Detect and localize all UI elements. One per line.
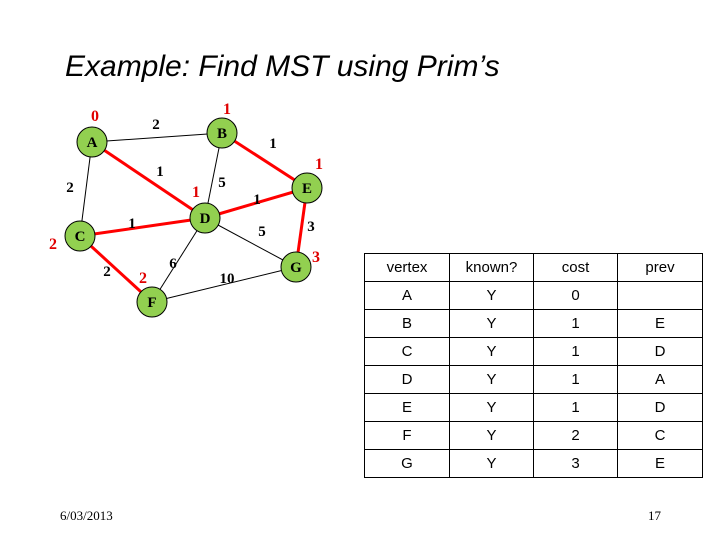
cost-cell: 3 <box>533 449 618 478</box>
edge-d-g <box>204 217 297 268</box>
table-header-row: vertex known? cost prev <box>364 253 703 282</box>
edge-d-f <box>151 217 206 303</box>
node-a <box>76 126 108 158</box>
prev-cell: A <box>617 365 703 394</box>
node-d <box>189 202 221 234</box>
known-cell: Y <box>449 449 534 478</box>
known-cell: Y <box>449 365 534 394</box>
cost-cell: 1 <box>533 309 618 338</box>
vertex-cell: E <box>364 393 450 422</box>
known-cell: Y <box>449 421 534 450</box>
edge-weight-b-e: 1 <box>269 136 277 152</box>
node-cost-b: 1 <box>223 101 231 118</box>
edge-weight-c-d: 1 <box>128 216 136 232</box>
header-prev: prev <box>617 253 703 282</box>
node-e <box>291 172 323 204</box>
node-b <box>206 117 238 149</box>
edge-f-g <box>151 266 297 303</box>
node-cost-e: 1 <box>315 156 323 173</box>
header-cost: cost <box>533 253 618 282</box>
edge-c-f <box>78 234 154 304</box>
prev-cell: D <box>617 393 703 422</box>
footer-page-number: 17 <box>648 508 661 523</box>
node-label-a: A <box>87 135 98 151</box>
node-cost-d: 1 <box>192 184 200 201</box>
cost-cell: 1 <box>533 365 618 394</box>
node-label-e: E <box>302 181 312 197</box>
prev-cell: C <box>617 421 703 450</box>
node-cost-c: 2 <box>49 236 57 253</box>
known-cell: Y <box>449 337 534 366</box>
vertex-cell: F <box>364 421 450 450</box>
edge-weight-a-b: 2 <box>152 117 160 133</box>
vertex-cell: B <box>364 309 450 338</box>
slide-title: Example: Find MST using Prim’s <box>65 50 500 83</box>
vertex-cell: D <box>364 365 450 394</box>
edge-weight-a-d: 1 <box>156 164 164 180</box>
node-cost-f: 2 <box>139 270 147 287</box>
vertex-cell: A <box>364 281 450 310</box>
known-cell: Y <box>449 281 534 310</box>
edge-weight-f-g: 10 <box>220 271 235 287</box>
edge-a-c <box>79 141 93 237</box>
known-cell: Y <box>449 393 534 422</box>
edge-weight-d-f: 6 <box>169 256 177 272</box>
header-vertex: vertex <box>364 253 450 282</box>
node-cost-a: 0 <box>91 108 99 125</box>
prev-cell: E <box>617 449 703 478</box>
prev-cell: D <box>617 337 703 366</box>
node-label-b: B <box>217 126 227 142</box>
header-known: known? <box>449 253 534 282</box>
node-cost-g: 3 <box>312 249 320 266</box>
vertex-cell: C <box>364 337 450 366</box>
edge-weight-a-c: 2 <box>66 180 74 196</box>
cost-cell: 0 <box>533 281 618 310</box>
node-label-f: F <box>147 295 156 311</box>
cost-cell: 1 <box>533 393 618 422</box>
edge-b-e <box>221 131 308 190</box>
node-label-c: C <box>75 229 86 245</box>
edge-weight-d-e: 1 <box>253 192 261 208</box>
known-cell: Y <box>449 309 534 338</box>
edge-d-e <box>204 186 308 220</box>
edge-a-b <box>91 132 223 143</box>
node-c <box>64 220 96 252</box>
prev-cell: E <box>617 309 703 338</box>
node-label-g: G <box>290 260 302 276</box>
footer-date: 6/03/2013 <box>60 508 113 523</box>
edge-weight-d-g: 5 <box>258 224 266 240</box>
vertex-cell: G <box>364 449 450 478</box>
edge-c-d <box>79 216 206 238</box>
edge-weight-c-f: 2 <box>103 264 111 280</box>
edge-a-d <box>91 140 206 220</box>
cost-cell: 1 <box>533 337 618 366</box>
edge-weight-e-g: 3 <box>307 219 315 235</box>
node-g <box>280 251 312 283</box>
prev-cell <box>617 281 703 310</box>
cost-cell: 2 <box>533 421 618 450</box>
node-f <box>136 286 168 318</box>
edge-weight-b-d: 5 <box>218 175 226 191</box>
node-label-d: D <box>200 211 211 227</box>
